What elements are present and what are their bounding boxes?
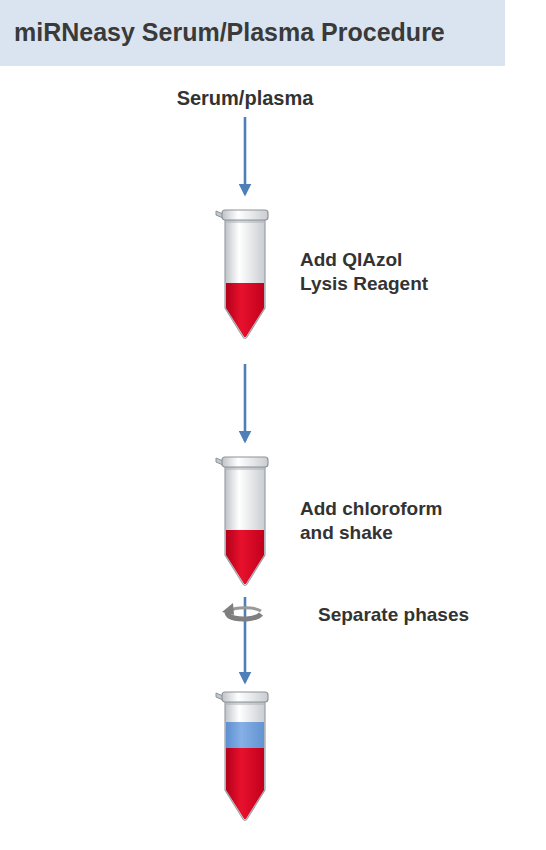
tube-cap xyxy=(222,692,268,702)
rotation-arc-back xyxy=(229,608,261,611)
edge-label: Separate phases xyxy=(318,603,469,627)
flow-arrow xyxy=(244,597,247,682)
organic-phase xyxy=(226,283,264,337)
step-label: Add chloroform and shake xyxy=(300,497,450,545)
tube-step: Add QIAzol Lysis Reagent xyxy=(215,208,275,340)
sample-node: Serum/plasma xyxy=(145,86,345,114)
tube-body xyxy=(225,220,265,339)
tube-outline xyxy=(215,690,275,822)
tube-step: Add chloroform and shake xyxy=(215,455,275,587)
aqueous-phase xyxy=(226,722,264,748)
tube-rim xyxy=(225,469,265,470)
tube-rim xyxy=(225,704,265,705)
tube-cap xyxy=(222,210,268,220)
step-label: Add QIAzol Lysis Reagent xyxy=(300,248,450,296)
rotation-arc-front xyxy=(227,611,261,619)
organic-phase xyxy=(226,748,264,819)
title: miRNeasy Serum/Plasma Procedure xyxy=(14,18,445,47)
tube-cap xyxy=(222,457,268,467)
tube-step xyxy=(215,690,275,822)
tube-outline xyxy=(215,208,275,340)
flow-arrow xyxy=(244,364,247,441)
flow-arrow xyxy=(244,117,247,194)
sample-label: Serum/plasma xyxy=(145,86,345,111)
tube-body xyxy=(225,467,265,586)
title-band: miRNeasy Serum/Plasma Procedure xyxy=(0,0,505,66)
rotation-arrowhead xyxy=(222,603,234,615)
tube-rim xyxy=(225,222,265,223)
organic-phase xyxy=(226,530,264,584)
tube-body xyxy=(225,702,265,821)
tube-outline xyxy=(215,455,275,587)
